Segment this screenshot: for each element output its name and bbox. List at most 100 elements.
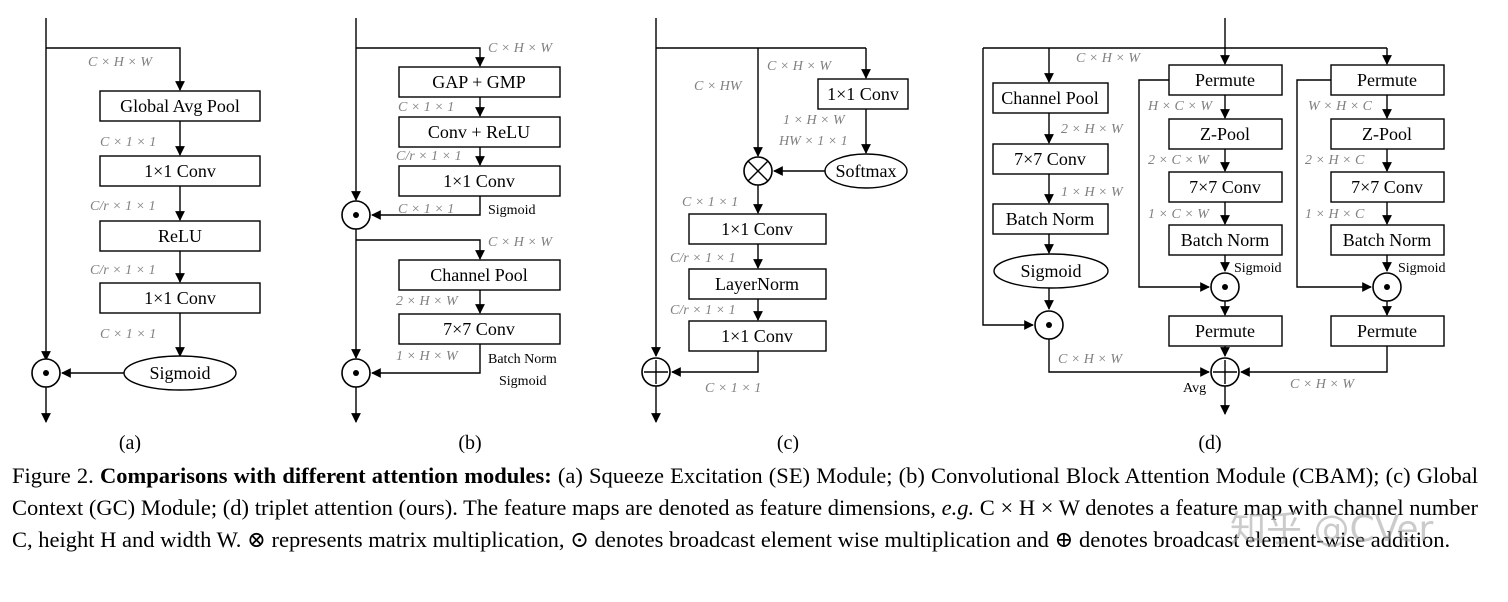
dim-label: C × 1 × 1 xyxy=(398,100,454,115)
z-pool-box xyxy=(1330,118,1445,150)
branch-line xyxy=(46,47,185,91)
box-label: 1×1 Conv xyxy=(721,219,793,239)
box-label: Z-Pool xyxy=(1362,124,1412,144)
sigmoid-note: Sigmoid xyxy=(499,374,546,389)
dim-label: 2 × H × C xyxy=(1305,153,1365,168)
conv1x1-box xyxy=(99,282,261,314)
dim-label: C × H × W xyxy=(1058,352,1123,367)
caption-prefix: Figure 2. xyxy=(12,463,100,488)
dim-label: HW × 1 × 1 xyxy=(778,134,848,149)
dim-label: H × C × W xyxy=(1147,99,1213,114)
box-label: LayerNorm xyxy=(715,274,799,294)
channel-pool-box xyxy=(398,259,561,291)
dim-label: 2 × H × W xyxy=(396,294,459,309)
conv1x1-box xyxy=(99,155,261,187)
dim-label: 1 × H × C xyxy=(1305,207,1365,222)
box-label: Channel Pool xyxy=(430,265,528,285)
dim-label: 1 × H × W xyxy=(396,349,459,364)
box-label: Channel Pool xyxy=(1001,88,1099,108)
watermark: 知乎 @CVer xyxy=(1230,509,1434,550)
box-label: GAP + GMP xyxy=(432,72,526,92)
dim-label: C/r × 1 × 1 xyxy=(90,199,156,214)
panel-b-cbam: C × H × W GAP + GMP C × 1 × 1 Conv + ReL… xyxy=(341,18,561,454)
box-label: Batch Norm xyxy=(1343,230,1431,250)
panel-label: (c) xyxy=(777,432,799,454)
dim-label: C × H × W xyxy=(88,55,153,70)
dim-label: C/r × 1 × 1 xyxy=(90,263,156,278)
dim-label: C × H × W xyxy=(767,59,832,74)
conv1x1-box xyxy=(817,78,909,110)
conv1x1-box xyxy=(688,213,827,245)
dim-label: C/r × 1 × 1 xyxy=(670,251,736,266)
box-label: 1×1 Conv xyxy=(827,84,899,104)
box-label: 1×1 Conv xyxy=(443,171,515,191)
batch-norm-note: Batch Norm xyxy=(488,352,557,367)
sigmoid-note: Sigmoid xyxy=(1398,261,1445,276)
box-label: Batch Norm xyxy=(1181,230,1269,250)
panel-label: (b) xyxy=(458,432,481,454)
dim-label: C × H × W xyxy=(488,235,553,250)
dim-label: C × H × W xyxy=(1076,51,1141,66)
layernorm-box xyxy=(688,268,827,300)
box-label: Conv + ReLU xyxy=(428,122,530,142)
dim-label: 2 × H × W xyxy=(1061,122,1124,137)
box-label: Permute xyxy=(1357,321,1417,341)
box-label: 1×1 Conv xyxy=(144,288,216,308)
box-label: Sigmoid xyxy=(149,363,210,383)
attention-modules-figure: C × H × W Global Avg Pool C × 1 × 1 1×1 … xyxy=(31,18,1445,454)
global-avg-pool-box xyxy=(99,90,261,122)
box-label: Z-Pool xyxy=(1200,124,1250,144)
box-label: 1×1 Conv xyxy=(144,161,216,181)
box-label: 7×7 Conv xyxy=(1014,149,1086,169)
panel-label: (a) xyxy=(119,432,141,454)
box-label: Permute xyxy=(1195,70,1255,90)
dim-label: 1 × H × W xyxy=(783,113,846,128)
permute-box xyxy=(1330,315,1445,347)
box-label: Global Avg Pool xyxy=(120,96,240,116)
dim-label: 2 × C × W xyxy=(1148,153,1210,168)
dim-label: 1 × H × W xyxy=(1061,185,1124,200)
relu-box xyxy=(99,220,261,252)
conv7x7-box xyxy=(992,143,1109,175)
dim-label: C × H × W xyxy=(1290,377,1355,392)
panel-c-gc-module: C × HW C × H × W 1×1 Conv 1 × H × W HW ×… xyxy=(641,18,909,454)
box-label: ReLU xyxy=(158,226,202,246)
dim-label: C × 1 × 1 xyxy=(705,381,761,396)
conv7x7-box xyxy=(1330,171,1445,203)
avg-note: Avg xyxy=(1183,381,1206,396)
dim-label: 1 × C × W xyxy=(1148,207,1210,222)
conv-relu-box xyxy=(398,116,561,148)
channel-pool-box xyxy=(992,82,1109,114)
box-label: 7×7 Conv xyxy=(1189,177,1261,197)
box-label: Batch Norm xyxy=(1006,209,1094,229)
sigmoid-ellipse xyxy=(993,253,1109,289)
conv1x1-box xyxy=(398,165,561,197)
dim-label: C × 1 × 1 xyxy=(100,135,156,150)
sigmoid-note: Sigmoid xyxy=(488,203,535,218)
caption-body: C × H × W denotes a feature map with cha… xyxy=(12,495,1478,552)
permute-box xyxy=(1168,64,1283,96)
sigmoid-note: Sigmoid xyxy=(1234,261,1281,276)
panel-a-se-module: C × H × W Global Avg Pool C × 1 × 1 1×1 … xyxy=(31,18,261,454)
conv1x1-box xyxy=(688,320,827,352)
box-label: Sigmoid xyxy=(1020,261,1081,281)
caption-eg: e.g. xyxy=(941,495,975,520)
batch-norm-box xyxy=(992,203,1109,235)
box-label: Permute xyxy=(1195,321,1255,341)
box-label: 1×1 Conv xyxy=(721,326,793,346)
dim-label: C × 1 × 1 xyxy=(100,327,156,342)
dim-label: C × H × W xyxy=(488,41,553,56)
dim-label: C × HW xyxy=(694,79,743,94)
box-label: 7×7 Conv xyxy=(1351,177,1423,197)
batch-norm-box xyxy=(1330,224,1445,256)
dim-label: C/r × 1 × 1 xyxy=(670,303,736,318)
permute-box xyxy=(1168,315,1283,347)
conv7x7-box xyxy=(398,313,561,345)
dim-label: C/r × 1 × 1 xyxy=(396,149,462,164)
caption-title: Comparisons with different attention mod… xyxy=(99,463,552,488)
dim-label: C × 1 × 1 xyxy=(398,202,454,217)
box-label: Permute xyxy=(1357,70,1417,90)
figure-caption: Figure 2. Comparisons with different att… xyxy=(12,460,1478,556)
box-label: Softmax xyxy=(836,161,897,181)
dim-label: C × 1 × 1 xyxy=(682,195,738,210)
